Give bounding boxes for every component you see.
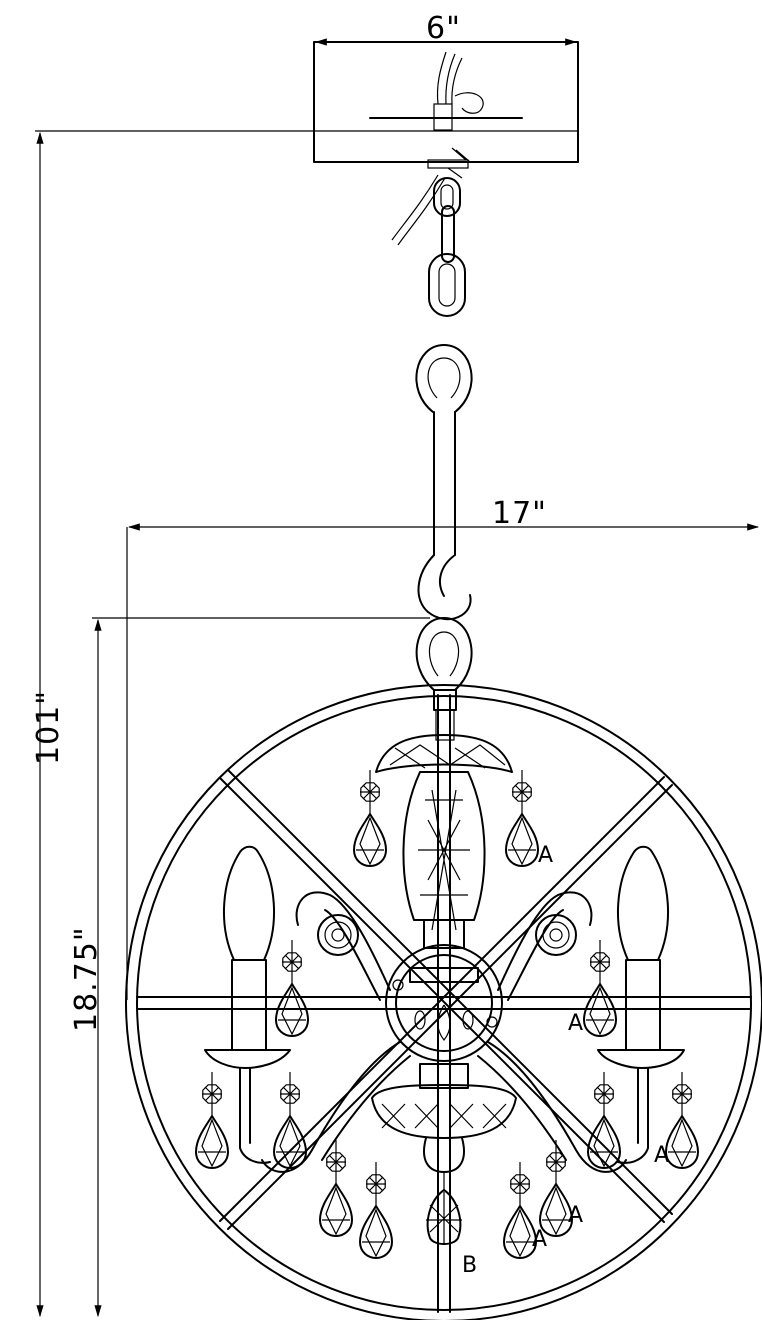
crystal-pendant (319, 1140, 353, 1237)
crystal-pendant (665, 1072, 699, 1169)
outer-ring (125, 684, 762, 1320)
central-body (371, 734, 517, 1173)
canopy (313, 41, 579, 246)
dim-overall-width (126, 523, 760, 1000)
hanging-rod (415, 344, 473, 741)
canopy-width-label: 6" (426, 11, 461, 46)
crystal-pendant (587, 1072, 621, 1169)
dim-overall-height (35, 130, 314, 1318)
crystal-label-a: A (538, 843, 553, 868)
crystal-pendant (195, 1072, 229, 1169)
crystal-pendant (273, 1072, 307, 1169)
fixture-height-label: 18.75" (69, 926, 104, 1032)
crystal-label-a: A (654, 1143, 669, 1168)
crystal-pendant (275, 940, 309, 1037)
crystal-pendants (195, 770, 699, 1259)
left-arm (204, 845, 411, 1173)
crystal-pendant (503, 1162, 537, 1259)
crystal-label-a: A (568, 1203, 583, 1228)
crystal-label-b: B (462, 1253, 477, 1278)
crystal-pendant (359, 1162, 393, 1259)
crystal-pendant (539, 1140, 573, 1237)
crystal-label-a: A (568, 1011, 583, 1036)
crystal-pendant (353, 770, 387, 867)
crystal-pendant (583, 940, 617, 1037)
dim-fixture-height (92, 617, 430, 1318)
chain (428, 177, 466, 317)
crystal-label-a: A (532, 1227, 547, 1252)
crystal-ball-b (426, 1172, 462, 1245)
overall-height-label: 101" (31, 690, 66, 765)
overall-width-label: 17" (492, 496, 547, 531)
crystal-pendant (505, 770, 539, 867)
